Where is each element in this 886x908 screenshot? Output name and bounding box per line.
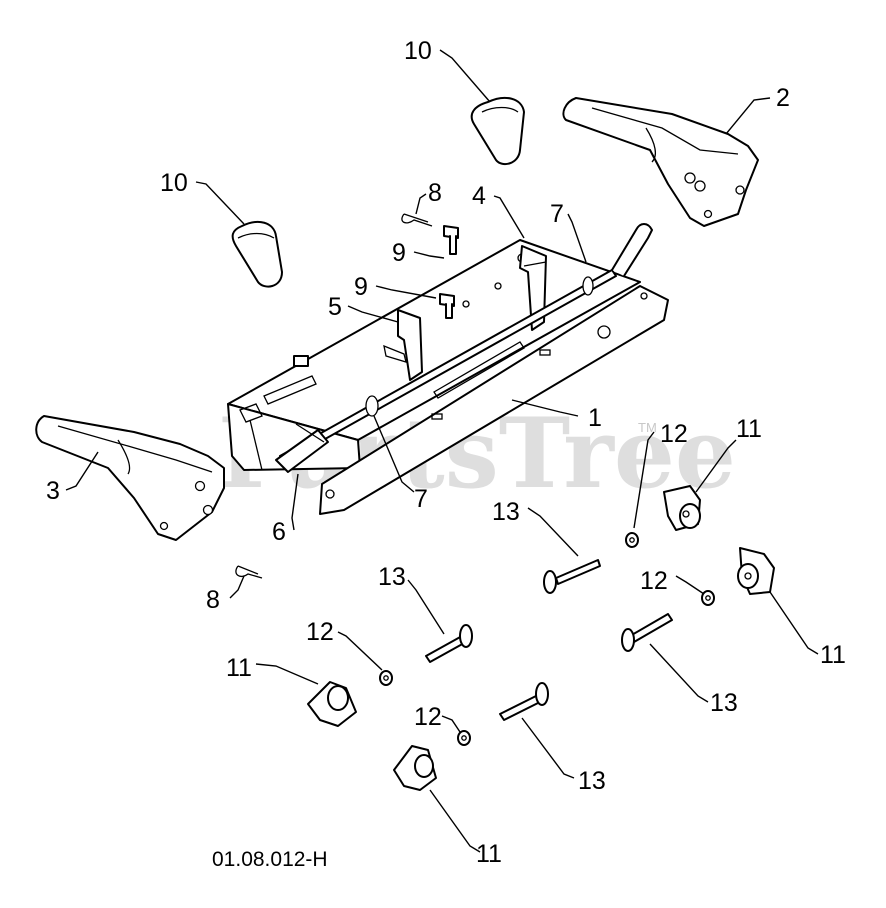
callout-13-bottom: 13 bbox=[578, 767, 606, 795]
callout-10-top: 10 bbox=[404, 37, 432, 65]
callout-1: 1 bbox=[588, 404, 602, 432]
bracket-4 bbox=[519, 245, 547, 331]
star-knob-11-d bbox=[393, 745, 437, 791]
callout-9-top: 9 bbox=[392, 239, 406, 267]
callout-7-bottom: 7 bbox=[414, 485, 428, 513]
callout-4: 4 bbox=[472, 182, 486, 210]
carriage-bolt-13-b bbox=[425, 624, 473, 663]
callout-12-top: 12 bbox=[660, 420, 688, 448]
callout-13-right: 13 bbox=[710, 689, 738, 717]
watermark-trademark: TM bbox=[638, 420, 657, 435]
callout-2: 2 bbox=[776, 84, 790, 112]
callout-9-middle: 9 bbox=[354, 273, 368, 301]
bracket-5 bbox=[383, 309, 423, 381]
callout-11-left: 11 bbox=[226, 654, 252, 682]
knob-10-left bbox=[231, 220, 283, 288]
callout-13-top: 13 bbox=[492, 498, 520, 526]
hairpin-8-top bbox=[401, 213, 433, 227]
carriage-bolt-13-c bbox=[621, 613, 673, 652]
callout-11-right: 11 bbox=[820, 641, 846, 669]
callout-labels: 10 2 10 8 4 7 9 9 5 1 3 7 6 12 11 13 8 1… bbox=[46, 37, 846, 868]
callout-10-left: 10 bbox=[160, 169, 188, 197]
star-knob-11-c bbox=[307, 681, 357, 727]
handle-6 bbox=[275, 423, 329, 473]
washer-12-b bbox=[701, 590, 715, 606]
callout-8-top: 8 bbox=[428, 179, 442, 207]
callout-12-left: 12 bbox=[306, 618, 334, 646]
hairpin-8-bottom bbox=[235, 565, 263, 579]
callout-8-bottom: 8 bbox=[206, 586, 220, 614]
lever-2 bbox=[562, 97, 759, 227]
washer-12-c bbox=[379, 670, 393, 686]
bolt-9-b bbox=[439, 293, 455, 319]
callout-12-right: 12 bbox=[640, 567, 668, 595]
callout-7-top: 7 bbox=[550, 200, 564, 228]
carriage-bolt-13-a bbox=[543, 559, 601, 594]
callout-6: 6 bbox=[272, 518, 286, 546]
callout-11-bottom: 11 bbox=[476, 840, 502, 868]
carriage-bolt-13-d bbox=[499, 682, 549, 721]
callout-5: 5 bbox=[328, 293, 342, 321]
leader-lines bbox=[65, 49, 819, 853]
bolt-9-a bbox=[443, 225, 459, 255]
knob-10-top bbox=[470, 96, 525, 166]
callout-12-bottom: 12 bbox=[414, 703, 442, 731]
star-knob-11-a bbox=[663, 485, 701, 531]
lever-3 bbox=[35, 415, 225, 541]
figure-id: 01.08.012-H bbox=[212, 848, 328, 871]
star-knob-11-b bbox=[737, 547, 775, 595]
callout-3: 3 bbox=[46, 477, 60, 505]
callout-13-left: 13 bbox=[378, 563, 406, 591]
washer-12-d bbox=[457, 730, 471, 746]
washer-12-a bbox=[625, 532, 639, 548]
callout-11-top: 11 bbox=[736, 415, 762, 443]
